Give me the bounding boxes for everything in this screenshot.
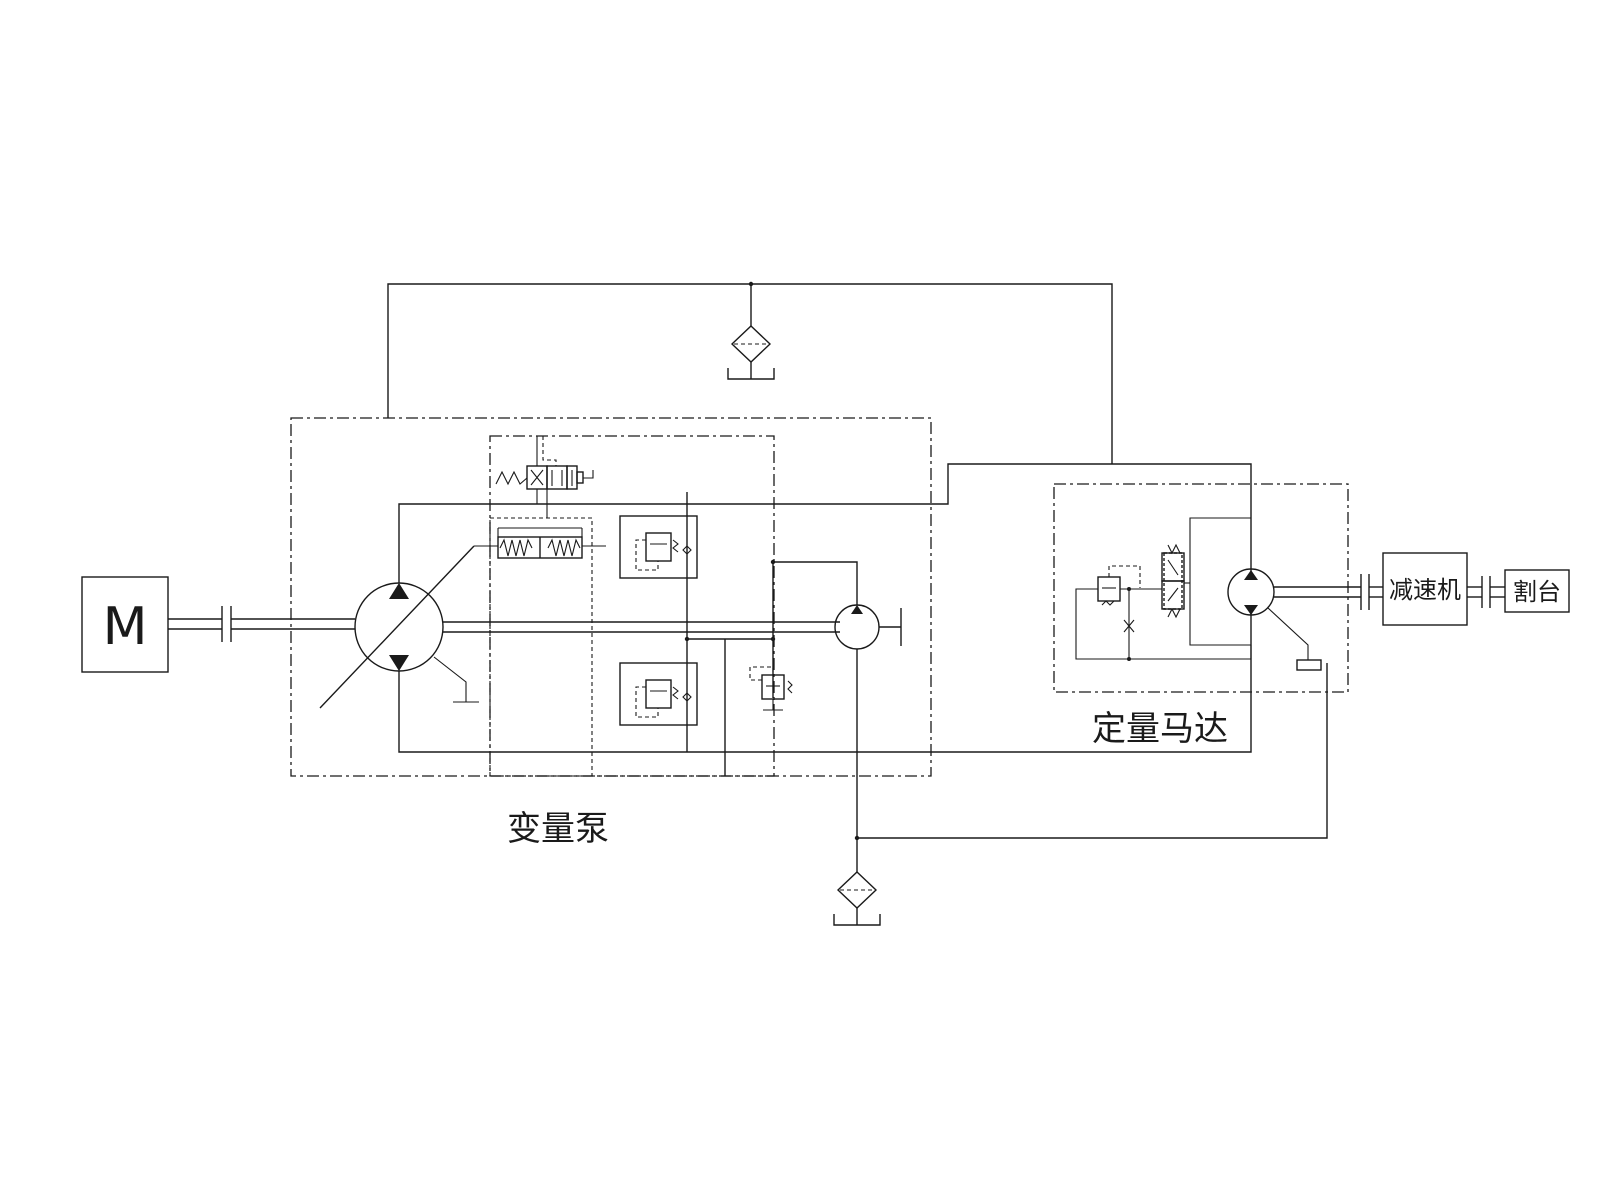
variable-pump-symbol bbox=[319, 545, 479, 709]
motor-label: M bbox=[103, 597, 148, 657]
header-box: 割台 bbox=[1504, 569, 1570, 613]
reducer-label: 减速机 bbox=[1389, 576, 1461, 604]
charge-pump bbox=[834, 604, 902, 650]
charge-relief-valve bbox=[749, 666, 793, 711]
output-coupling bbox=[1274, 574, 1383, 610]
fixed-motor-boundary bbox=[1053, 483, 1349, 693]
pump-control-boundary bbox=[489, 435, 775, 777]
servo-cylinder bbox=[474, 527, 606, 559]
flushing-loop-line bbox=[1189, 517, 1251, 646]
filter-bottom-icon bbox=[833, 838, 881, 926]
filter-top-icon bbox=[727, 284, 775, 380]
electric-motor: M bbox=[81, 576, 169, 673]
case-drain-line bbox=[387, 283, 1113, 464]
fixed-motor-symbol bbox=[1227, 568, 1322, 671]
header-coupling bbox=[1467, 576, 1505, 608]
flush-valve bbox=[1161, 543, 1190, 619]
pressure-line-b bbox=[398, 611, 1252, 753]
relief-valve-upper bbox=[619, 515, 698, 579]
variable-pump-boundary bbox=[290, 417, 932, 777]
relief-valve-lower bbox=[619, 662, 698, 726]
control-valve bbox=[495, 436, 594, 518]
charge-outlet-line bbox=[772, 561, 858, 698]
servo-boundary bbox=[489, 517, 593, 777]
header-label: 割台 bbox=[1513, 578, 1561, 606]
variable-pump-label: 变量泵 bbox=[507, 809, 609, 849]
charge-suction-line bbox=[856, 649, 1328, 839]
reducer-box: 减速机 bbox=[1382, 552, 1468, 626]
fixed-motor-label: 定量马达 bbox=[1092, 709, 1228, 749]
motor-low-relief-valve bbox=[1075, 565, 1252, 661]
pressure-line-a bbox=[398, 463, 1252, 583]
motor-coupling bbox=[168, 606, 355, 642]
